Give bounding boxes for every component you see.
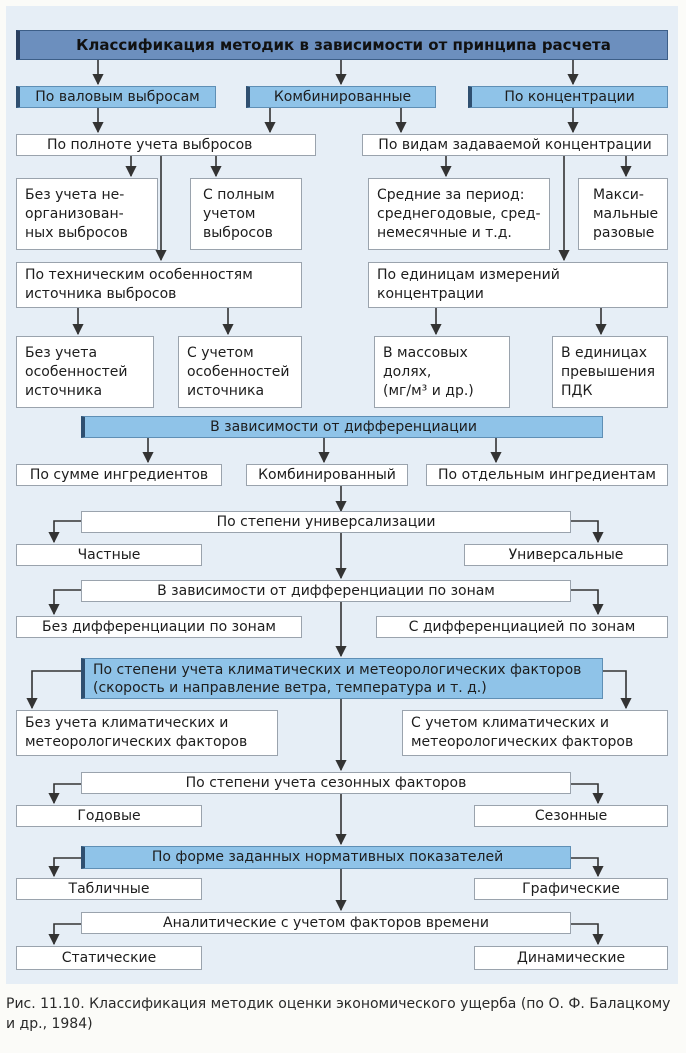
max-single-box: Макси- мальные разовые	[578, 178, 668, 250]
no-source-features-box: Без учета особенностей источника	[16, 336, 154, 408]
differentiation-box: В зависимости от дифференциации	[81, 416, 603, 438]
mass-fractions-box: В массовых долях, (мг/м³ и др.)	[374, 336, 510, 408]
zones-box: В зависимости от дифференциации по зонам	[81, 580, 571, 602]
concentration-box: По концентрации	[468, 86, 668, 108]
average-period-box: Средние за период: среднегодовые, сред- …	[368, 178, 550, 250]
climate-factors-box: По степени учета климатических и метеоро…	[81, 658, 603, 699]
no-zones-box: Без дифференциации по зонам	[16, 616, 302, 638]
gross-emissions-box: По валовым выбросам	[16, 86, 216, 108]
full-account-box: С полным учетом выбросов	[190, 178, 302, 250]
separate-ingredients-box: По отдельным ингредиентам	[426, 464, 668, 486]
seasonal-factors-box: По степени учета сезонных факторов	[81, 772, 571, 794]
particular-box: Частные	[16, 544, 202, 566]
pdk-units-box: В единицах превышения ПДК	[552, 336, 668, 408]
graphic-box: Графические	[474, 878, 668, 900]
combined-single-box: Комбинированный	[246, 464, 408, 486]
universal-box: Универсальные	[464, 544, 668, 566]
analytic-box: Аналитические с учетом факторов времени	[81, 912, 571, 934]
with-source-features-box: С учетом особенностей источника	[178, 336, 302, 408]
figure-caption: Рис. 11.10. Классификация методик оценки…	[6, 996, 671, 1032]
universalization-box: По степени универсализации	[81, 511, 571, 533]
dynamic-box: Динамические	[474, 946, 668, 970]
concentration-types-box: По видам задаваемой концентрации	[362, 134, 668, 156]
with-zones-box: С дифференциацией по зонам	[376, 616, 668, 638]
connector-lines	[26, 60, 632, 946]
completeness-box: По полноте учета выбросов	[16, 134, 316, 156]
measurement-units-box: По единицам измерений концентрации	[368, 262, 668, 308]
with-climate-box: С учетом климатических и метеорологическ…	[402, 710, 668, 756]
classification-diagram: Классификация методик в зависимости от п…	[6, 6, 678, 984]
no-unorganized-box: Без учета не- организован- ных выбросов	[16, 178, 158, 250]
seasonal-type-box: Сезонные	[474, 805, 668, 827]
annual-box: Годовые	[16, 805, 202, 827]
norm-form-box: По форме заданных нормативных показателе…	[81, 846, 571, 869]
technical-features-box: По техническим особенностям источника вы…	[16, 262, 302, 308]
combined-box: Комбинированные	[246, 86, 436, 108]
tabular-box: Табличные	[16, 878, 202, 900]
sum-ingredients-box: По сумме ингредиентов	[16, 464, 222, 486]
no-climate-box: Без учета климатических и метеорологичес…	[16, 710, 278, 756]
static-box: Статические	[16, 946, 202, 970]
top-classification-box: Классификация методик в зависимости от п…	[16, 30, 668, 60]
